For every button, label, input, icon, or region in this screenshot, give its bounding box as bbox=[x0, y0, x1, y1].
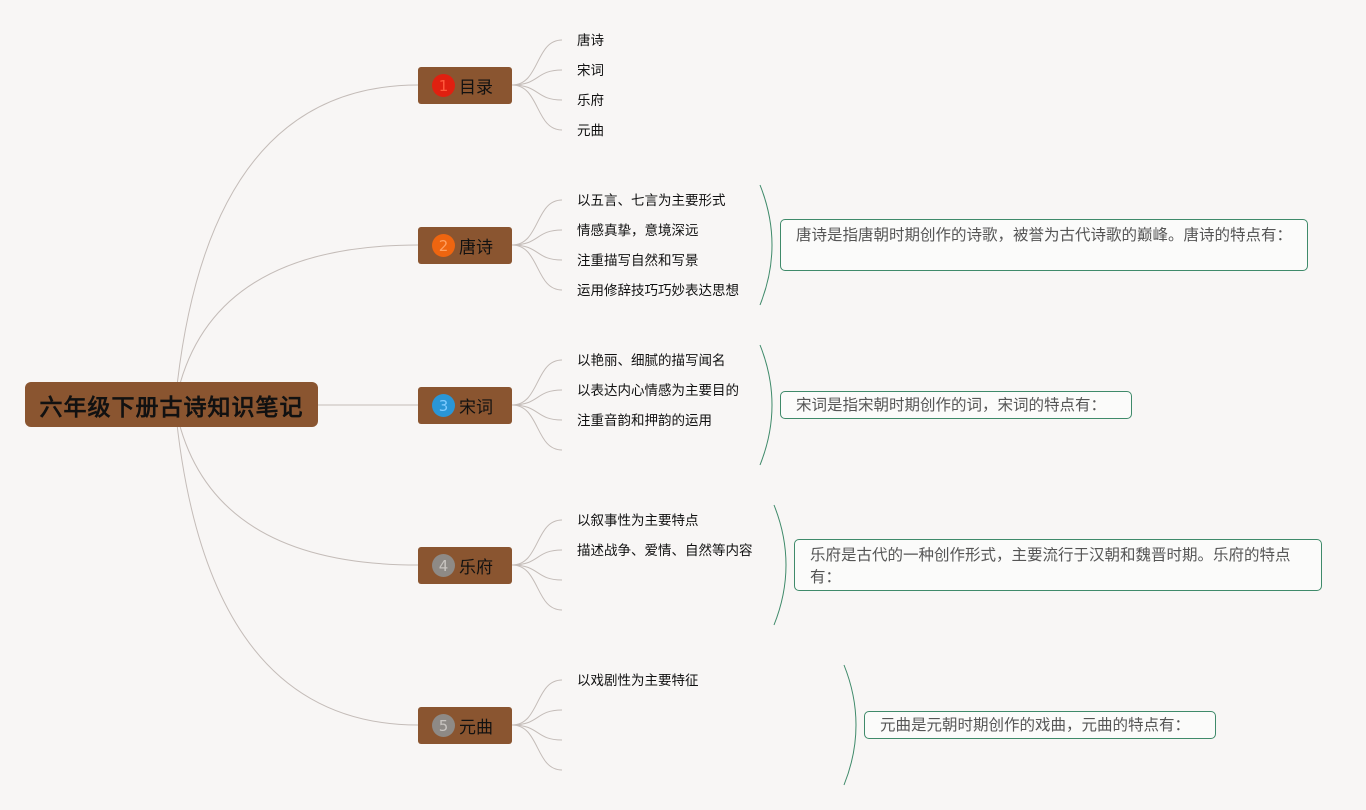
leaf-connector bbox=[511, 84, 563, 131]
leaf-item[interactable]: 注重音韵和押韵的运用 bbox=[577, 413, 712, 429]
number-badge-icon: 5 bbox=[432, 714, 455, 737]
leaf-connector bbox=[511, 69, 563, 86]
topic-node-song-ci[interactable]: 3 宋词 bbox=[418, 387, 512, 424]
leaf-connector bbox=[511, 679, 563, 726]
leaf-item[interactable]: 以戏剧性为主要特征 bbox=[577, 673, 699, 689]
topic-node-yuefu[interactable]: 4 乐府 bbox=[418, 547, 512, 584]
summary-text: 唐诗是指唐朝时期创作的诗歌，被誉为古代诗歌的巅峰。唐诗的特点有： bbox=[796, 226, 1293, 244]
leaf-item[interactable]: 以表达内心情感为主要目的 bbox=[577, 383, 739, 399]
leaf-connector bbox=[511, 244, 563, 261]
leaf-item[interactable]: 注重描写自然和写景 bbox=[577, 253, 699, 269]
leaf-item[interactable]: 情感真挚，意境深远 bbox=[577, 223, 699, 239]
root-node[interactable]: 六年级下册古诗知识笔记 bbox=[25, 382, 318, 427]
leaf-connector bbox=[511, 709, 563, 726]
leaf-connector bbox=[511, 244, 563, 291]
leaf-item[interactable]: 乐府 bbox=[577, 93, 604, 109]
leaf-item[interactable]: 宋词 bbox=[577, 63, 604, 79]
leaf-connector bbox=[511, 39, 563, 86]
leaf-connector bbox=[511, 724, 563, 741]
root-title: 六年级下册古诗知识笔记 bbox=[39, 394, 304, 421]
summary-box[interactable]: 元曲是元朝时期创作的戏曲，元曲的特点有： bbox=[864, 711, 1216, 739]
leaf-connector bbox=[511, 199, 563, 246]
topic-label: 元曲 bbox=[459, 718, 493, 738]
topic-label: 目录 bbox=[459, 78, 493, 98]
leaf-item[interactable]: 以艳丽、细腻的描写闻名 bbox=[577, 353, 726, 369]
root-connector bbox=[174, 84, 419, 406]
summary-bracket bbox=[773, 504, 787, 626]
summary-box[interactable]: 唐诗是指唐朝时期创作的诗歌，被誉为古代诗歌的巅峰。唐诗的特点有： bbox=[780, 219, 1308, 271]
leaf-item[interactable]: 以叙事性为主要特点 bbox=[577, 513, 699, 529]
leaf-item[interactable]: 元曲 bbox=[577, 123, 604, 139]
leaf-connector bbox=[511, 549, 563, 566]
topic-node-yuanqu[interactable]: 5 元曲 bbox=[418, 707, 512, 744]
summary-text: 乐府是古代的一种创作形式，主要流行于汉朝和魏晋时期。乐府的特点有： bbox=[810, 546, 1291, 586]
number-badge-icon: 4 bbox=[432, 554, 455, 577]
root-connector bbox=[174, 404, 419, 726]
leaf-item[interactable]: 唐诗 bbox=[577, 33, 604, 49]
topic-node-catalog[interactable]: 1 目录 bbox=[418, 67, 512, 104]
leaf-connector bbox=[511, 564, 563, 581]
leaf-connector bbox=[511, 724, 563, 771]
leaf-connector bbox=[511, 404, 563, 421]
number-badge-icon: 2 bbox=[432, 234, 455, 257]
root-connector bbox=[174, 404, 419, 566]
number-badge-icon: 3 bbox=[432, 394, 455, 417]
topic-node-tang-poetry[interactable]: 2 唐诗 bbox=[418, 227, 512, 264]
summary-box[interactable]: 乐府是古代的一种创作形式，主要流行于汉朝和魏晋时期。乐府的特点有： bbox=[794, 539, 1322, 591]
summary-bracket bbox=[759, 184, 773, 306]
summary-box[interactable]: 宋词是指宋朝时期创作的词，宋词的特点有： bbox=[780, 391, 1132, 419]
leaf-connector bbox=[511, 84, 563, 101]
number-badge-icon: 1 bbox=[432, 74, 455, 97]
summary-bracket bbox=[843, 664, 857, 786]
leaf-connector bbox=[511, 519, 563, 566]
summary-bracket bbox=[759, 344, 773, 466]
leaf-item[interactable]: 以五言、七言为主要形式 bbox=[577, 193, 726, 209]
leaf-connector bbox=[511, 389, 563, 406]
leaf-item[interactable]: 描述战争、爱情、自然等内容 bbox=[577, 543, 753, 559]
summary-text: 元曲是元朝时期创作的戏曲，元曲的特点有： bbox=[880, 716, 1191, 734]
topic-label: 唐诗 bbox=[459, 238, 493, 258]
topic-label: 乐府 bbox=[459, 558, 493, 578]
leaf-connector bbox=[511, 229, 563, 246]
leaf-connector bbox=[511, 404, 563, 451]
topic-label: 宋词 bbox=[459, 398, 493, 418]
leaf-item[interactable]: 运用修辞技巧巧妙表达思想 bbox=[577, 283, 739, 299]
root-connector bbox=[174, 244, 419, 406]
summary-text: 宋词是指宋朝时期创作的词，宋词的特点有： bbox=[796, 396, 1107, 414]
leaf-connector bbox=[511, 359, 563, 406]
leaf-connector bbox=[511, 564, 563, 611]
